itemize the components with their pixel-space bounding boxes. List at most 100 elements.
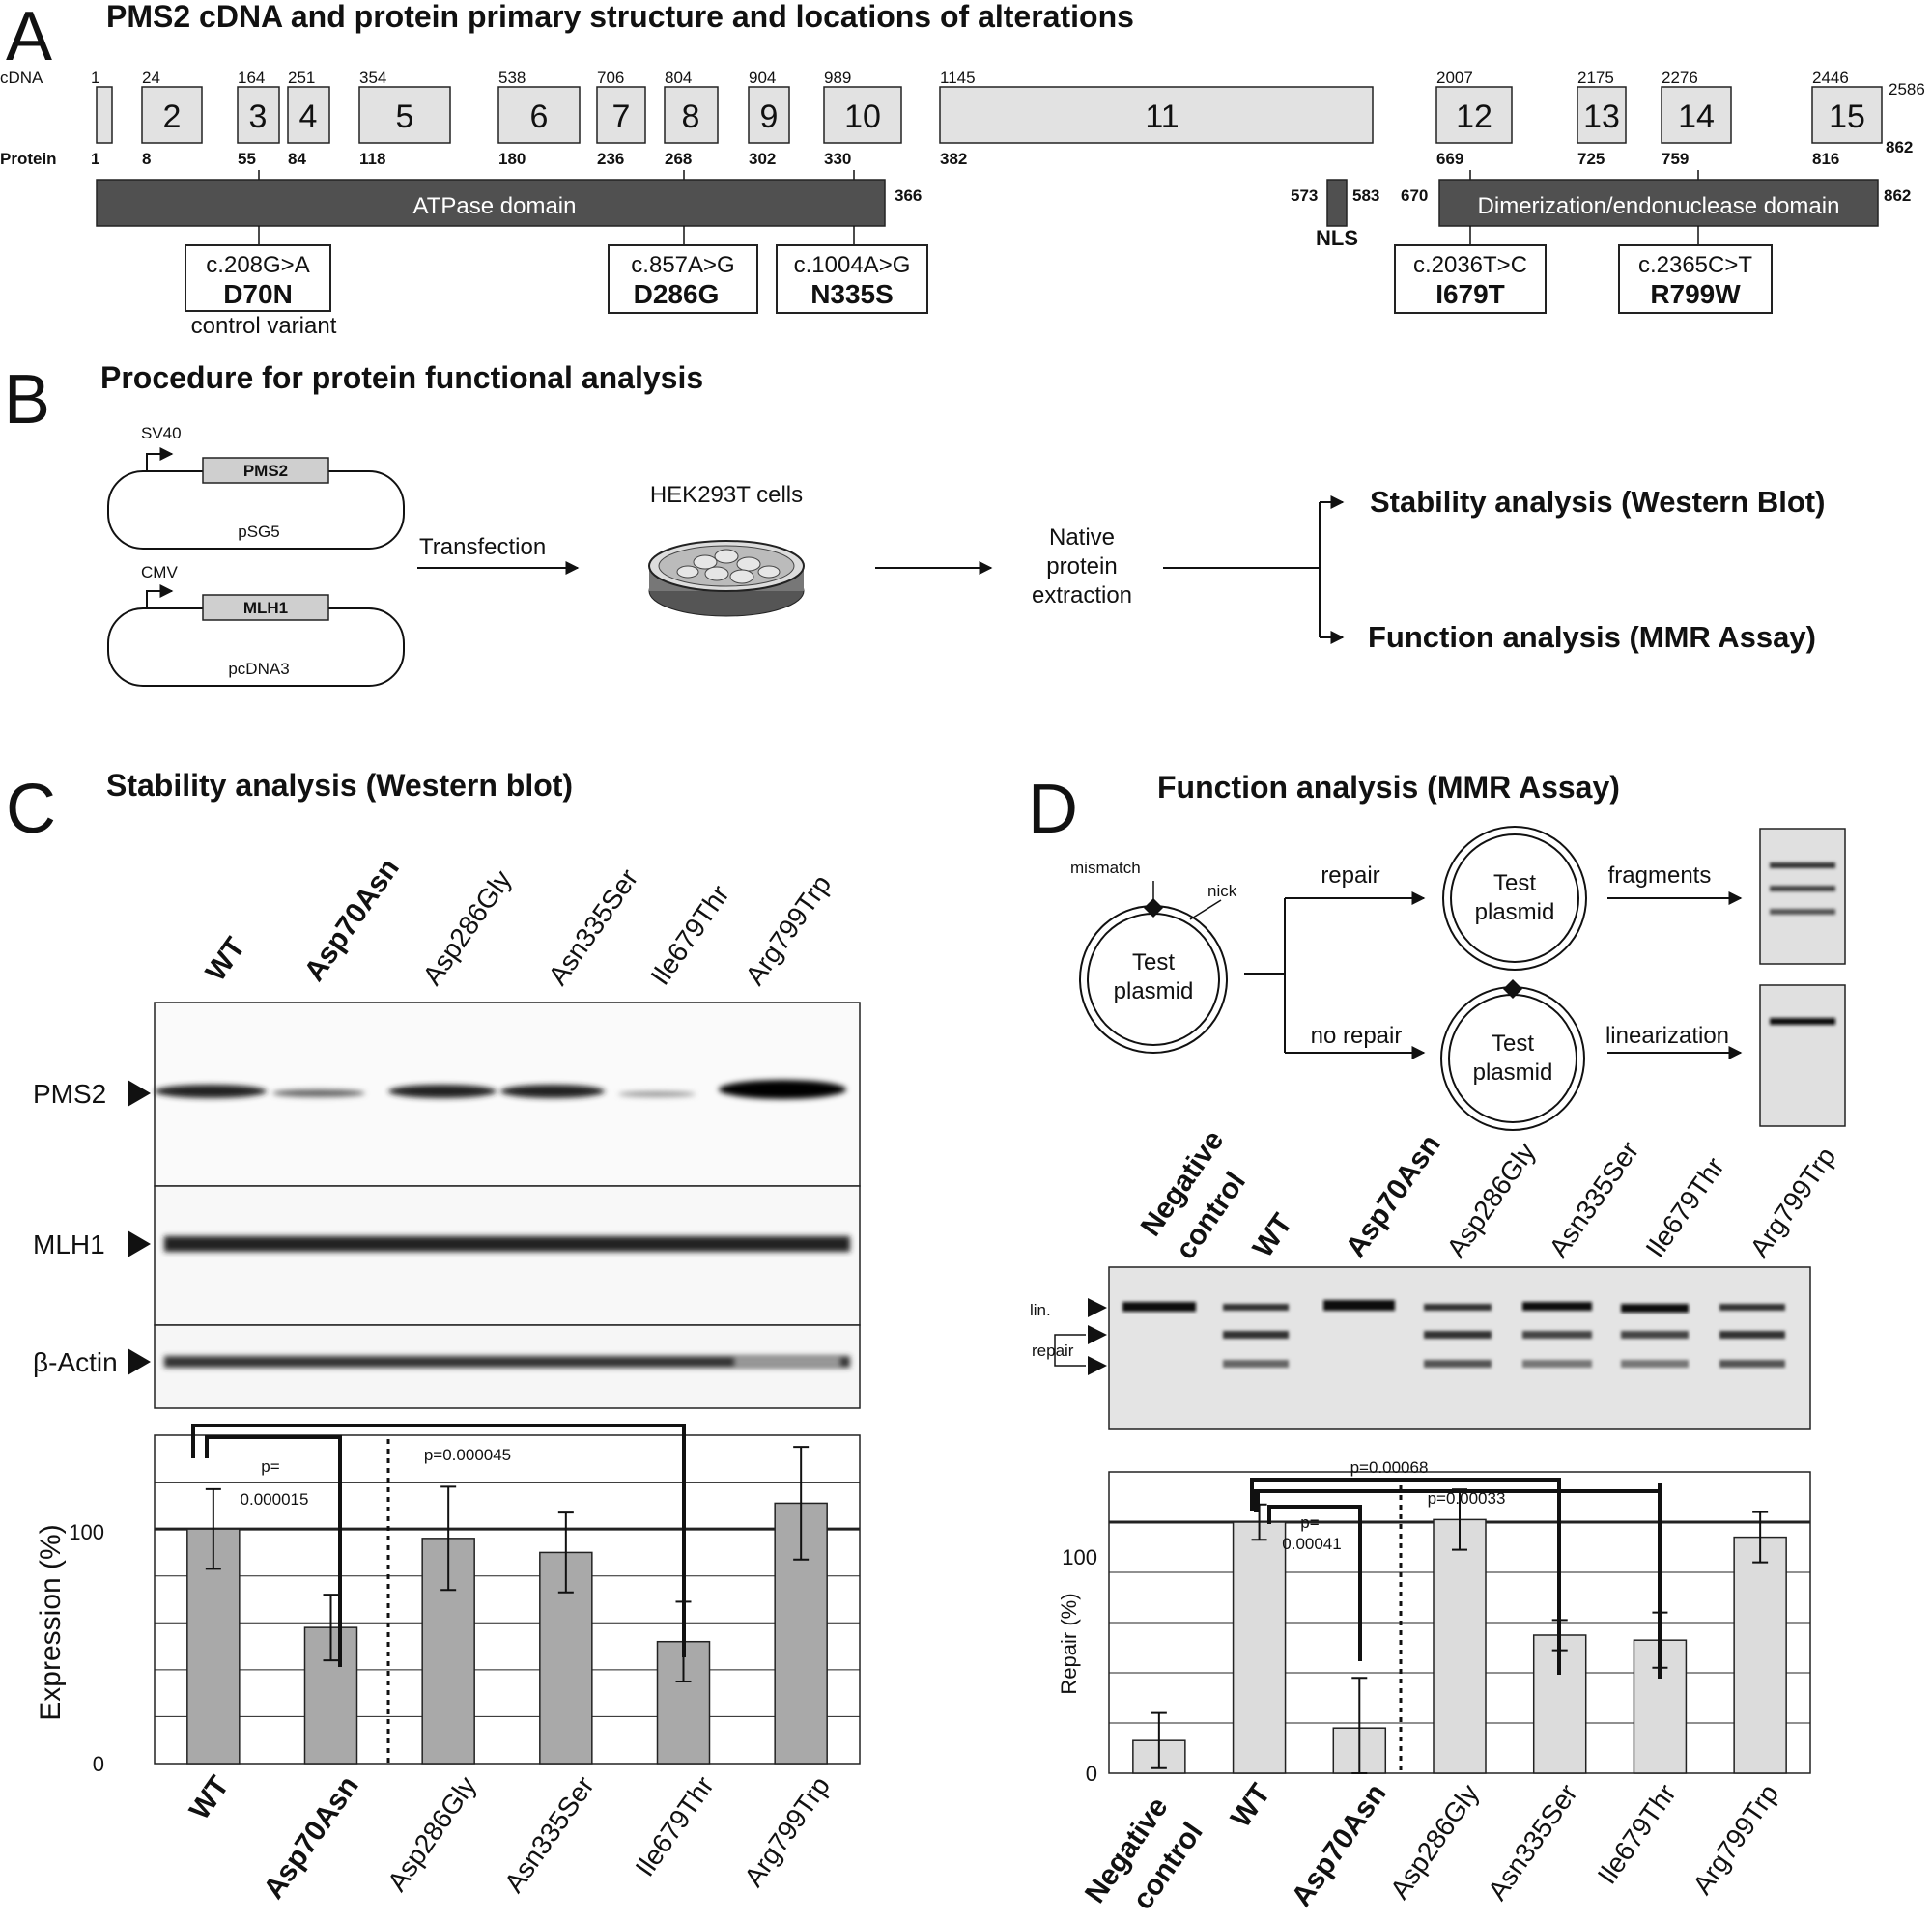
exon-6 — [497, 86, 581, 144]
exon-3 — [237, 86, 280, 144]
exon-14-label: 14 — [1678, 99, 1715, 135]
cells-label: HEK293T cells — [650, 482, 803, 508]
cdna-pos: 164 — [238, 69, 265, 87]
exon-15 — [1811, 86, 1883, 144]
protein-pos: 759 — [1662, 150, 1689, 168]
cdna-pos: 706 — [597, 69, 624, 87]
gel-band — [1122, 1302, 1196, 1312]
cdna-pos: 1145 — [940, 69, 976, 87]
plasmid-label: Test — [1132, 949, 1175, 975]
cdna-pos: 804 — [665, 69, 692, 87]
lane-label-arg799trp: Arg799Trp — [1745, 1142, 1842, 1262]
panel-d: D Function analysis (MMR Assay) mismatch… — [1028, 770, 1846, 1915]
mismatch-icon — [1144, 898, 1163, 918]
variant-protein: N335S — [810, 279, 894, 309]
variant-protein: D70N — [223, 279, 293, 309]
gel-inset-linear — [1759, 984, 1846, 1127]
p-value: p=0.000045 — [424, 1446, 511, 1464]
x-tick: Arg799Trp — [738, 1771, 836, 1892]
cdna-pos: 1 — [91, 69, 99, 87]
cdna-pos: 251 — [288, 69, 315, 87]
x-tick: Asp70Asn — [258, 1770, 365, 1905]
exon-6-label: 6 — [530, 99, 549, 135]
control-variant-note: control variant — [191, 313, 337, 339]
protein-pos: 268 — [665, 150, 692, 168]
promoter-arrow-icon — [146, 584, 174, 608]
panel-a: A PMS2 cDNA and protein primary structur… — [0, 0, 1925, 339]
extraction-label: protein — [1046, 553, 1117, 579]
protein-pos: 236 — [597, 150, 624, 168]
variant-box-d70n — [185, 244, 331, 312]
protein-pos: 725 — [1577, 150, 1605, 168]
extraction-label: Native — [1049, 524, 1115, 551]
gel-band — [1522, 1302, 1592, 1311]
blot-band-actin — [164, 1356, 850, 1368]
protein-pos: 8 — [142, 150, 151, 168]
gel-band — [1424, 1331, 1492, 1339]
exon-7-label: 7 — [612, 99, 631, 135]
x-tick: Ile679Thr — [630, 1771, 720, 1882]
exon-9 — [748, 86, 790, 144]
nls-block — [1326, 179, 1348, 227]
gel-band — [1424, 1304, 1492, 1311]
protein-end: 862 — [1886, 138, 1913, 156]
no-repair-label: no repair — [1311, 1023, 1403, 1049]
cdna-pos: 24 — [142, 69, 160, 87]
p-value: 0.00041 — [1282, 1535, 1341, 1553]
gel-band — [1719, 1360, 1785, 1368]
exon-14 — [1661, 86, 1732, 144]
gene-mlh1 — [202, 594, 329, 621]
panel-d-letter: D — [1028, 771, 1078, 848]
y-tick: 100 — [1062, 1545, 1097, 1569]
protein-pos: 330 — [824, 150, 851, 168]
stability-output-label: Stability analysis (Western Blot) — [1370, 485, 1825, 519]
gel-band — [1621, 1304, 1689, 1313]
exon-4 — [287, 86, 330, 144]
bar — [1232, 1521, 1287, 1774]
sig-bracket — [1250, 1478, 1561, 1675]
lane-label-ile679thr: Ile679Thr — [645, 880, 735, 991]
y-axis-label: Repair (%) — [1057, 1593, 1081, 1694]
cdna-pos: 538 — [498, 69, 526, 87]
exon-9-label: 9 — [760, 99, 779, 135]
plasmid-label: Test — [1493, 870, 1536, 896]
cdna-pos: 2446 — [1812, 69, 1849, 87]
gel-band — [1223, 1360, 1289, 1368]
gel-band — [1621, 1360, 1689, 1368]
protein-pos: 382 — [940, 150, 967, 168]
protein-pos: 84 — [288, 150, 306, 168]
exon-5-label: 5 — [396, 99, 414, 135]
variant-box-d286g — [608, 244, 758, 314]
exon-13-label: 13 — [1583, 99, 1620, 135]
exon-3-label: 3 — [249, 99, 268, 135]
variant-cdna: c.857A>G — [631, 252, 734, 278]
protein-pos: 180 — [498, 150, 526, 168]
lane-label-ile679thr: Ile679Thr — [1640, 1152, 1730, 1263]
plasmid-label: plasmid — [1475, 899, 1555, 925]
plasmid-label: Test — [1492, 1031, 1534, 1057]
gene-mlh1-label: MLH1 — [243, 599, 288, 617]
cdna-pos: 989 — [824, 69, 851, 87]
marker-arrow-icon — [128, 1080, 151, 1107]
blot-band-pms2 — [388, 1085, 497, 1098]
bar — [1433, 1518, 1487, 1774]
blot-label-mlh1: MLH1 — [33, 1229, 105, 1259]
expression-bar-chart — [154, 1434, 861, 1765]
plasmid-label: plasmid — [1114, 978, 1194, 1004]
nick-label: nick — [1208, 882, 1237, 900]
gel-inset-repair — [1759, 828, 1846, 965]
repair-label: repair — [1321, 862, 1379, 889]
protein-pos: 816 — [1812, 150, 1839, 168]
p-value: p= — [261, 1457, 279, 1476]
gel-band — [1719, 1304, 1785, 1311]
dimer-end: 862 — [1884, 186, 1911, 205]
blot-band-pms2 — [272, 1089, 365, 1097]
x-tick: Asp286Gly — [382, 1771, 482, 1897]
blot-band-pms2 — [719, 1080, 846, 1099]
variant-protein: R799W — [1650, 279, 1741, 309]
y-tick: 0 — [93, 1752, 104, 1776]
exon-5 — [358, 86, 451, 144]
exon-10 — [823, 86, 902, 144]
cdna-end: 2586 — [1889, 80, 1925, 99]
exon-15-label: 15 — [1829, 99, 1865, 135]
